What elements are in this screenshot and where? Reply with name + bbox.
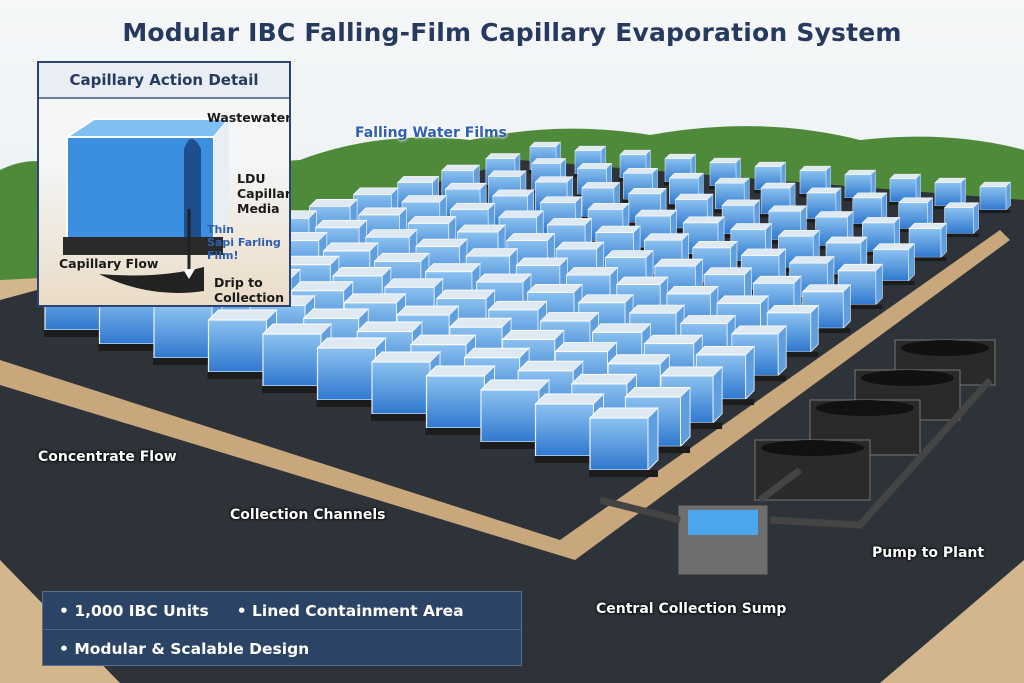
ibc-tank: [370, 350, 442, 421]
ibc-tank: [943, 202, 980, 238]
ibc-tank: [588, 406, 660, 477]
page-title: Modular IBC Falling-Film Capillary Evapo…: [122, 18, 902, 47]
film-label-1: Thin: [207, 223, 234, 236]
film-label-3: Film!: [207, 249, 239, 262]
capillary-detail-inset: Capillary Action Detail Wastewater LDU C…: [37, 61, 291, 307]
falling-films-callout: Falling Water Films: [355, 125, 507, 141]
capillary-flow-label: Capillary Flow: [59, 256, 159, 271]
ibc-cutaway-icon: [63, 118, 232, 293]
media-label-1: LDU: [237, 171, 266, 186]
central-sump-callout: Central Collection Sump: [596, 601, 787, 617]
drip-label-2: Collection: [214, 290, 284, 305]
wastewater-label: Wastewater: [207, 110, 291, 125]
summary-panel: • 1,000 IBC Units • Lined Containment Ar…: [42, 591, 522, 666]
film-label-2: Sapi Farling: [207, 236, 281, 249]
collection-channels-callout: Collection Channels: [230, 507, 386, 523]
summary-item-units: • 1,000 IBC Units: [59, 601, 209, 620]
central-collection-sump: [677, 504, 769, 576]
media-label-2: Capillary: [237, 186, 291, 201]
summary-item-liner: • Lined Containment Area: [236, 601, 464, 620]
media-label-3: Media: [237, 201, 280, 216]
ibc-tank: [889, 173, 922, 206]
concentrate-flow-callout: Concentrate Flow: [38, 449, 177, 465]
inset-heading: Capillary Action Detail: [39, 63, 289, 99]
ibc-tank: [979, 181, 1012, 214]
summary-item-modular: • Modular & Scalable Design: [59, 639, 310, 658]
ibc-tank: [261, 322, 333, 393]
drip-label-1: Drip to: [214, 275, 263, 290]
pump-callout: Pump to Plant: [872, 545, 985, 561]
pipe: [599, 377, 993, 529]
